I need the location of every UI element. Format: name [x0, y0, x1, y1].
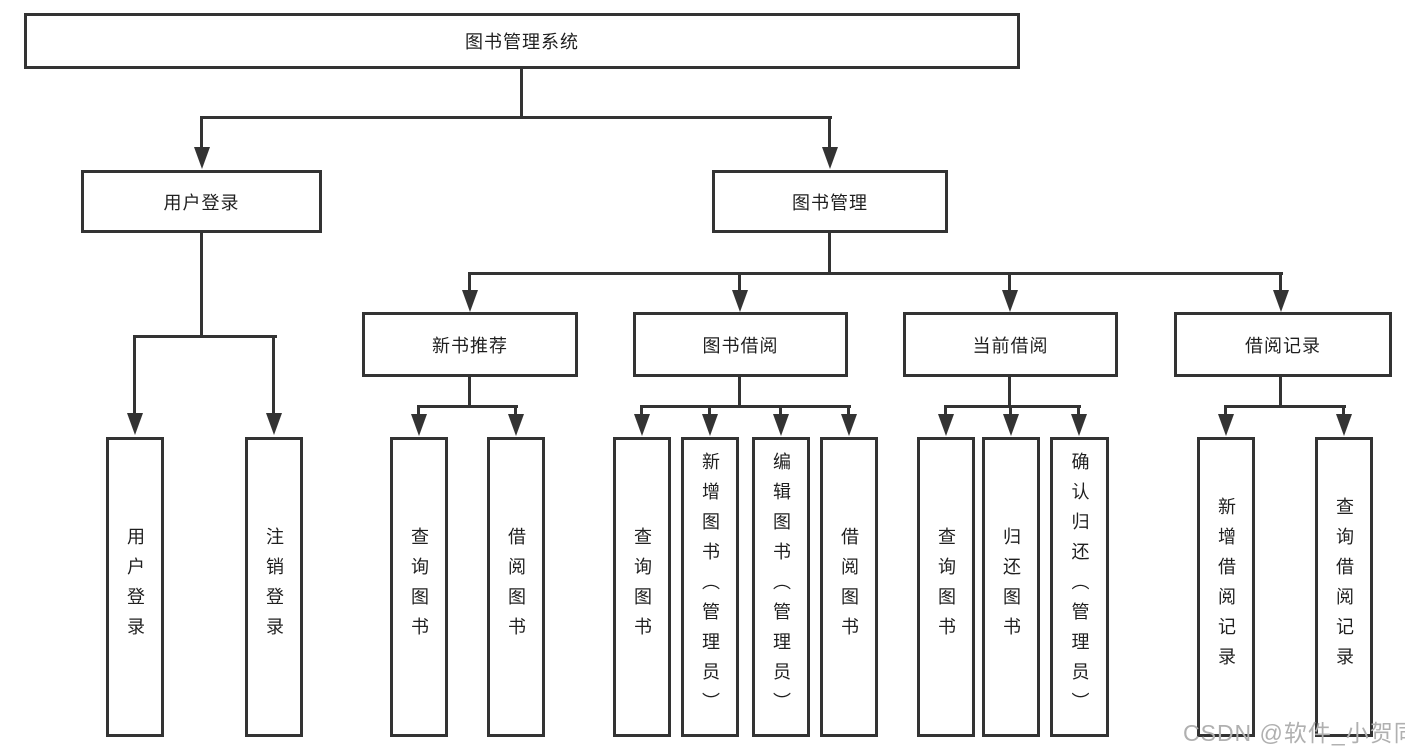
connector-record-child1	[1224, 405, 1227, 417]
arrow-current-child2	[1003, 414, 1019, 436]
connector-to-book-borrow	[738, 272, 741, 292]
leaf-edit-book-admin: 编辑图书（管理员）	[752, 437, 810, 737]
csdn-watermark: CSDN @软件_小贺同学	[1183, 720, 1405, 746]
connector-borrow-child3	[779, 405, 782, 417]
connector-book-mgmt-stem	[828, 232, 831, 274]
connector-current-stem	[1008, 376, 1011, 408]
connector-to-user-login	[200, 116, 203, 149]
arrow-borrow-child1	[634, 414, 650, 436]
connector-recommend-bar	[417, 405, 518, 408]
connector-to-book-management	[828, 116, 831, 149]
node-root: 图书管理系统	[24, 13, 1020, 69]
arrow-to-user-login	[194, 147, 210, 169]
arrow-current-child1	[938, 414, 954, 436]
leaf-confirm-return-admin: 确认归还（管理员）	[1050, 437, 1109, 737]
arrow-record-child1	[1218, 414, 1234, 436]
connector-user-login-stem	[200, 232, 203, 337]
arrow-borrow-child3	[773, 414, 789, 436]
connector-borrow-child1	[640, 405, 643, 417]
connector-to-borrow-record	[1279, 272, 1282, 292]
leaf-return-book: 归还图书	[982, 437, 1040, 737]
arrow-borrow-child2	[702, 414, 718, 436]
arrow-to-leaf-logout	[266, 413, 282, 435]
arrow-to-book-management	[822, 147, 838, 169]
connector-recommend-child2	[514, 405, 517, 417]
connector-level2-bar	[468, 272, 1283, 275]
arrow-to-borrow-record	[1273, 290, 1289, 312]
leaf-add-book-admin: 新增图书（管理员）	[681, 437, 739, 737]
leaf-logout: 注销登录	[245, 437, 303, 737]
node-borrow-record: 借阅记录	[1174, 312, 1392, 377]
node-book-management: 图书管理	[712, 170, 948, 233]
connector-to-leaf-user-login	[133, 335, 136, 415]
leaf-query-borrow-record: 查询借阅记录	[1315, 437, 1373, 737]
connector-record-child2	[1342, 405, 1345, 417]
leaf-add-borrow-record: 新增借阅记录	[1197, 437, 1255, 737]
arrow-record-child2	[1336, 414, 1352, 436]
leaf-borrow-query-book: 查询图书	[613, 437, 671, 737]
connector-root-stem	[520, 68, 523, 118]
connector-recommend-child1	[417, 405, 420, 417]
connector-record-stem	[1279, 376, 1282, 408]
arrow-to-new-book-recommend	[462, 290, 478, 312]
node-new-book-recommend: 新书推荐	[362, 312, 578, 377]
connector-level1-bar	[200, 116, 832, 119]
connector-borrow-bar	[640, 405, 851, 408]
connector-to-current-borrow	[1008, 272, 1011, 292]
connector-to-leaf-logout	[272, 335, 275, 415]
arrow-current-child3	[1071, 414, 1087, 436]
connector-current-bar	[944, 405, 1081, 408]
arrow-borrow-child4	[841, 414, 857, 436]
arrow-to-leaf-user-login	[127, 413, 143, 435]
connector-to-new-book-recommend	[468, 272, 471, 292]
leaf-recommend-borrow-book: 借阅图书	[487, 437, 545, 737]
node-book-borrow: 图书借阅	[633, 312, 848, 377]
leaf-user-login: 用户登录	[106, 437, 164, 737]
leaf-borrow-book: 借阅图书	[820, 437, 878, 737]
node-user-login: 用户登录	[81, 170, 322, 233]
node-current-borrow: 当前借阅	[903, 312, 1118, 377]
connector-record-bar	[1224, 405, 1346, 408]
leaf-recommend-query-book: 查询图书	[390, 437, 448, 737]
connector-current-child2	[1009, 405, 1012, 417]
connector-borrow-child4	[847, 405, 850, 417]
arrow-to-book-borrow	[732, 290, 748, 312]
arrow-recommend-child2	[508, 414, 524, 436]
connector-user-login-bar	[133, 335, 277, 338]
connector-recommend-stem	[468, 376, 471, 408]
connector-current-child3	[1077, 405, 1080, 417]
arrow-recommend-child1	[411, 414, 427, 436]
leaf-current-query-book: 查询图书	[917, 437, 975, 737]
connector-current-child1	[944, 405, 947, 417]
connector-borrow-stem	[738, 376, 741, 408]
connector-borrow-child2	[708, 405, 711, 417]
arrow-to-current-borrow	[1002, 290, 1018, 312]
